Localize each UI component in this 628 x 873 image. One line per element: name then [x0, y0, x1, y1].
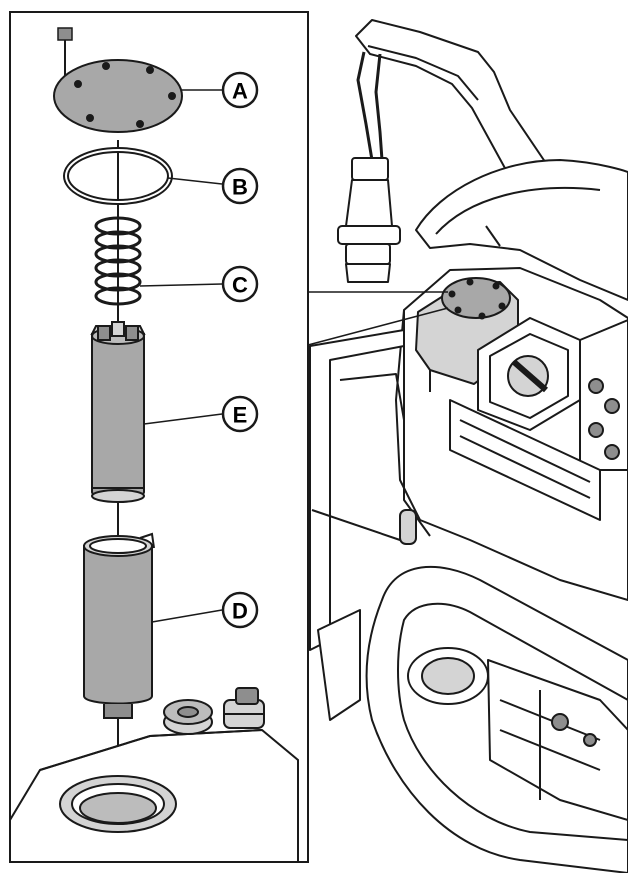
callout-e: E: [221, 395, 259, 433]
exploded-inset: A B C E D: [9, 11, 449, 863]
tank-cap: [163, 699, 213, 735]
callout-a: A: [221, 71, 259, 109]
callout-d: D: [221, 591, 259, 629]
part-a-cover-plate: [53, 59, 183, 133]
leader-b: [167, 177, 223, 185]
leader-e: [143, 413, 223, 425]
callout-e-label: E: [233, 403, 248, 428]
machine-cover: [415, 159, 628, 301]
machine-housing: [395, 267, 628, 601]
part-e-filter-cartridge: [90, 321, 146, 503]
callout-c: C: [221, 265, 259, 303]
callout-c-label: C: [232, 273, 248, 298]
tank-lid: [441, 277, 511, 319]
callout-d-label: D: [232, 599, 248, 624]
machine-view: [309, 19, 628, 873]
callout-b-label: B: [232, 175, 248, 200]
machine-frame: [309, 329, 405, 721]
bolt: [57, 27, 73, 80]
leader-d: [151, 609, 223, 623]
crawler-track: [365, 565, 628, 873]
leader-lines: [139, 89, 223, 623]
callout-b: B: [221, 167, 259, 205]
leader-c: [139, 283, 223, 287]
part-d-filter-housing: [83, 532, 155, 719]
dangling-sensor: [337, 51, 401, 283]
inset-pointer-lower: [307, 307, 449, 346]
callout-a-label: A: [232, 79, 248, 104]
part-c-spring: [94, 216, 142, 306]
tank-plug: [223, 687, 265, 729]
part-b-o-ring: [63, 147, 173, 205]
tank-body: [9, 687, 299, 863]
